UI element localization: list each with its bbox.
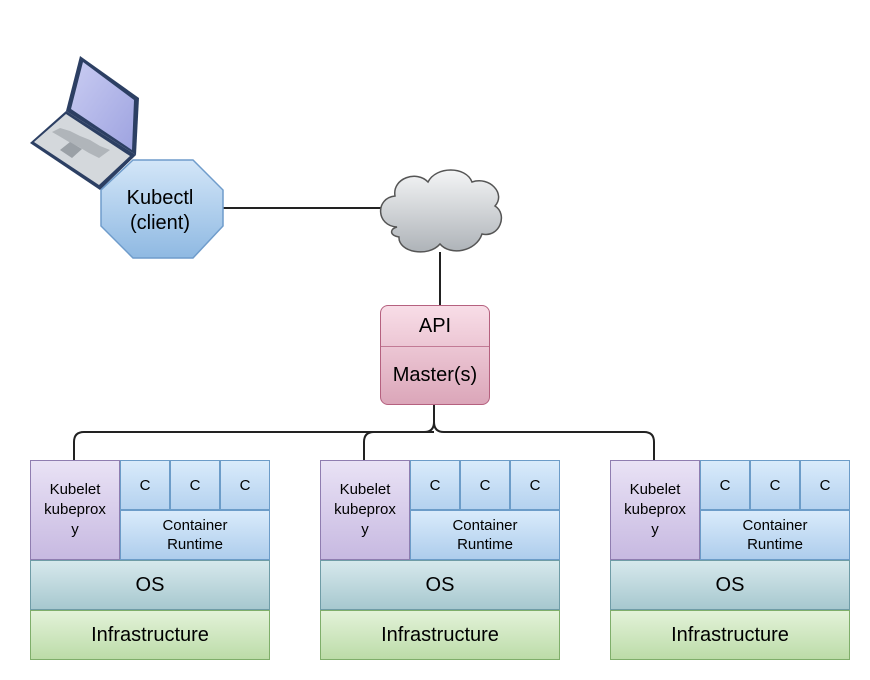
container-runtime-box: Container Runtime xyxy=(700,510,850,560)
kubelet-line3: y xyxy=(361,521,369,538)
kubelet-line1: Kubelet xyxy=(339,481,391,498)
runtime-line2: Runtime xyxy=(167,536,223,553)
container-box: C xyxy=(220,460,270,510)
kubelet-kubeproxy-box: Kubelet kubeprox y xyxy=(30,460,120,560)
container-runtime-box: Container Runtime xyxy=(410,510,560,560)
container-box: C xyxy=(410,460,460,510)
container-box: C xyxy=(800,460,850,510)
runtime-line2: Runtime xyxy=(457,536,513,553)
kubelet-line3: y xyxy=(71,521,79,538)
worker-node: Kubelet kubeprox y C C C Container Runti… xyxy=(610,460,850,660)
infrastructure-layer: Infrastructure xyxy=(320,610,560,660)
container-box: C xyxy=(750,460,800,510)
container-box: C xyxy=(120,460,170,510)
container-runtime-box: Container Runtime xyxy=(120,510,270,560)
container-box: C xyxy=(170,460,220,510)
kubelet-line1: Kubelet xyxy=(629,481,681,498)
os-layer: OS xyxy=(320,560,560,610)
cloud-icon xyxy=(379,169,503,253)
infrastructure-layer: Infrastructure xyxy=(30,610,270,660)
kubelet-line2: kubeprox xyxy=(624,501,686,518)
kubelet-line1: Kubelet xyxy=(49,481,101,498)
container-box: C xyxy=(510,460,560,510)
kubelet-line2: kubeprox xyxy=(334,501,396,518)
container-box: C xyxy=(460,460,510,510)
kubelet-line2: kubeprox xyxy=(44,501,106,518)
api-label: API xyxy=(381,306,489,347)
os-layer: OS xyxy=(610,560,850,610)
kubelet-kubeproxy-box: Kubelet kubeprox y xyxy=(610,460,700,560)
runtime-line1: Container xyxy=(162,517,228,534)
runtime-line2: Runtime xyxy=(747,536,803,553)
kubelet-line3: y xyxy=(651,521,659,538)
client-line2: (client) xyxy=(129,212,190,234)
runtime-line1: Container xyxy=(452,517,518,534)
master-box: API Master(s) xyxy=(380,305,490,405)
infrastructure-layer: Infrastructure xyxy=(610,610,850,660)
laptop-icon xyxy=(30,56,139,190)
kubectl-client-label: Kubectl (client) xyxy=(100,186,220,236)
master-label: Master(s) xyxy=(392,364,478,386)
client-line1: Kubectl xyxy=(126,187,194,209)
kubelet-kubeproxy-box: Kubelet kubeprox y xyxy=(320,460,410,560)
os-layer: OS xyxy=(30,560,270,610)
client-octagon xyxy=(100,159,224,259)
worker-node: Kubelet kubeprox y C C C Container Runti… xyxy=(30,460,270,660)
master-nodes-connector xyxy=(73,405,655,460)
container-box: C xyxy=(700,460,750,510)
runtime-line1: Container xyxy=(742,517,808,534)
worker-node: Kubelet kubeprox y C C C Container Runti… xyxy=(320,460,560,660)
